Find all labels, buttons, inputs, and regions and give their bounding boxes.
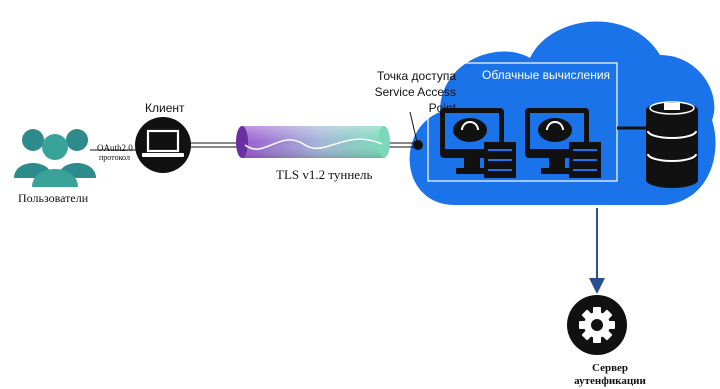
auth-server-line1: Сервер [591,362,629,374]
laptop-icon [135,117,191,173]
protocol-label: протокол [99,153,130,162]
oauth-label: OAuth2.0 [97,143,133,153]
cloud-server-icon-2 [525,108,601,178]
access-point-line2: Service Access [374,85,456,99]
access-point-label: Точка доступа Service Access Point [352,68,456,116]
tunnel-label: TLS v1.2 туннель [276,167,373,182]
access-point-line1: Точка доступа [376,69,456,83]
gear-icon [567,295,627,355]
cloud-label: Облачные вычисления [482,68,611,82]
auth-server-label: Сервер аутенфикации [560,362,660,388]
access-point-dot [413,140,423,150]
cloud-server-icon [440,108,516,178]
tls-tunnel-cylinder [236,126,390,158]
cloud-services-box [427,62,618,182]
users-group-icon [14,129,96,187]
access-point-line3: Point [428,101,456,115]
users-label: Пользователи [18,191,89,205]
auth-server-line2: аутенфикации [574,375,646,387]
client-label: Клиент [145,101,185,115]
database-icon [646,101,698,188]
access-point-pointer [409,111,418,143]
